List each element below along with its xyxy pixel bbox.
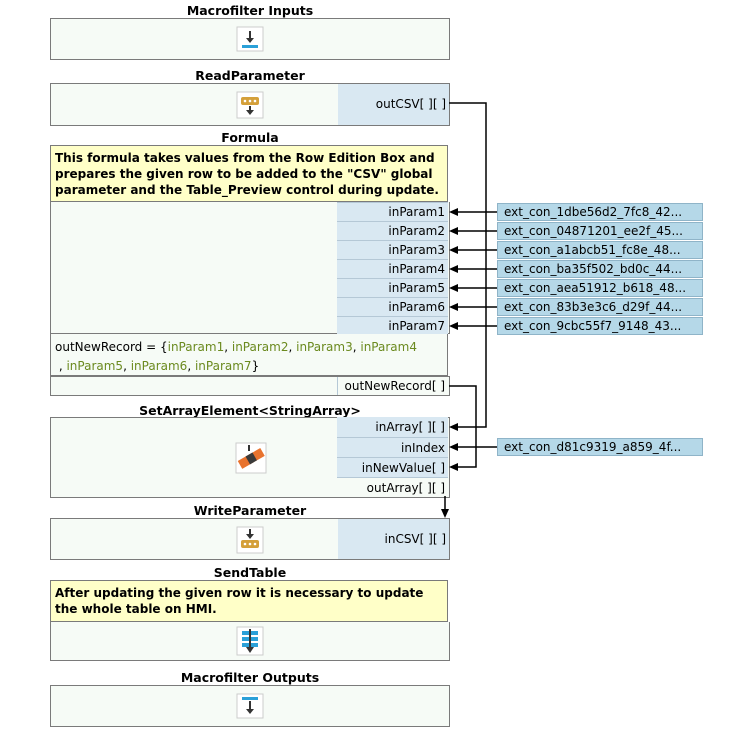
in-new-value-port[interactable]: inNewValue[ ] [337, 457, 448, 477]
macrofilter-inputs-block[interactable] [50, 18, 450, 60]
expression-param: inParam5 [66, 359, 124, 373]
expression-param: inParam4 [360, 340, 417, 354]
wire-outcsv-to-inarray [449, 102, 487, 428]
macrofilter-outputs-block[interactable] [50, 685, 450, 727]
expression-prefix: outNewRecord = { [55, 340, 168, 354]
out-array-port[interactable]: outArray[ ][ ] [337, 477, 448, 497]
wire-outnewrecord-to-innewvalue [449, 385, 477, 468]
set-element-icon [235, 442, 267, 474]
formula-in-param-1[interactable]: inParam1 [337, 202, 448, 221]
formula-in-param-7[interactable]: inParam7 [337, 316, 448, 334]
formula-in-param-5[interactable]: inParam5 [337, 278, 448, 297]
write-parameter-icon [236, 526, 264, 554]
formula-in-param-6[interactable]: inParam6 [337, 297, 448, 316]
in-array-port[interactable]: inArray[ ][ ] [337, 417, 448, 437]
output-arrow-icon [236, 693, 264, 719]
formula-in-param-2[interactable]: inParam2 [337, 221, 448, 240]
set-array-element-title: SetArrayElement<StringArray> [139, 403, 361, 418]
expression-param: inParam3 [296, 340, 353, 354]
out-csv-port[interactable]: outCSV[ ][ ] [338, 84, 449, 125]
send-table-note: After updating the given row it is neces… [50, 580, 448, 622]
macrofilter-inputs-title: Macrofilter Inputs [186, 3, 314, 18]
expression-suffix: } [251, 359, 260, 373]
out-new-record-port[interactable]: outNewRecord[ ] [337, 377, 448, 395]
external-connection-label[interactable]: ext_con_a1abcb51_fc8e_48... [497, 241, 703, 259]
send-table-title: SendTable [213, 565, 287, 580]
expression-param: inParam7 [194, 359, 252, 373]
parameter-icon [236, 91, 264, 119]
write-parameter-title: WriteParameter [193, 503, 307, 518]
expression-param: inParam2 [231, 340, 289, 354]
write-parameter-block[interactable]: inCSV[ ][ ] [50, 518, 450, 560]
formula-title: Formula [221, 130, 279, 145]
external-connection-label[interactable]: ext_con_83b3e3c6_d29f_44... [497, 298, 703, 316]
in-index-port[interactable]: inIndex [337, 437, 448, 457]
formula-in-param-4[interactable]: inParam4 [337, 259, 448, 278]
external-connection-label[interactable]: ext_con_d81c9319_a859_4f... [497, 438, 703, 456]
formula-expression: outNewRecord = {inParam1, inParam2, inPa… [50, 334, 448, 376]
read-parameter-block[interactable]: outCSV[ ][ ] [50, 83, 450, 126]
external-connection-label[interactable]: ext_con_aea51912_b618_48... [497, 279, 703, 297]
input-arrow-icon [236, 26, 264, 52]
macrofilter-outputs-title: Macrofilter Outputs [180, 670, 320, 685]
formula-note: This formula takes values from the Row E… [50, 145, 448, 202]
external-connection-label[interactable]: ext_con_04871201_ee2f_45... [497, 222, 703, 240]
external-connection-label[interactable]: ext_con_1dbe56d2_7fc8_42... [497, 203, 703, 221]
formula-in-param-3[interactable]: inParam3 [337, 240, 448, 259]
send-table-block[interactable] [50, 622, 450, 661]
external-connection-label[interactable]: ext_con_9cbc55f7_9148_43... [497, 317, 703, 335]
external-connection-label[interactable]: ext_con_ba35f502_bd0c_44... [497, 260, 703, 278]
in-csv-port[interactable]: inCSV[ ][ ] [338, 519, 449, 559]
send-table-icon [236, 626, 264, 656]
expression-param: inParam1 [167, 340, 225, 354]
read-parameter-title: ReadParameter [195, 68, 305, 83]
expression-param: inParam6 [130, 359, 188, 373]
